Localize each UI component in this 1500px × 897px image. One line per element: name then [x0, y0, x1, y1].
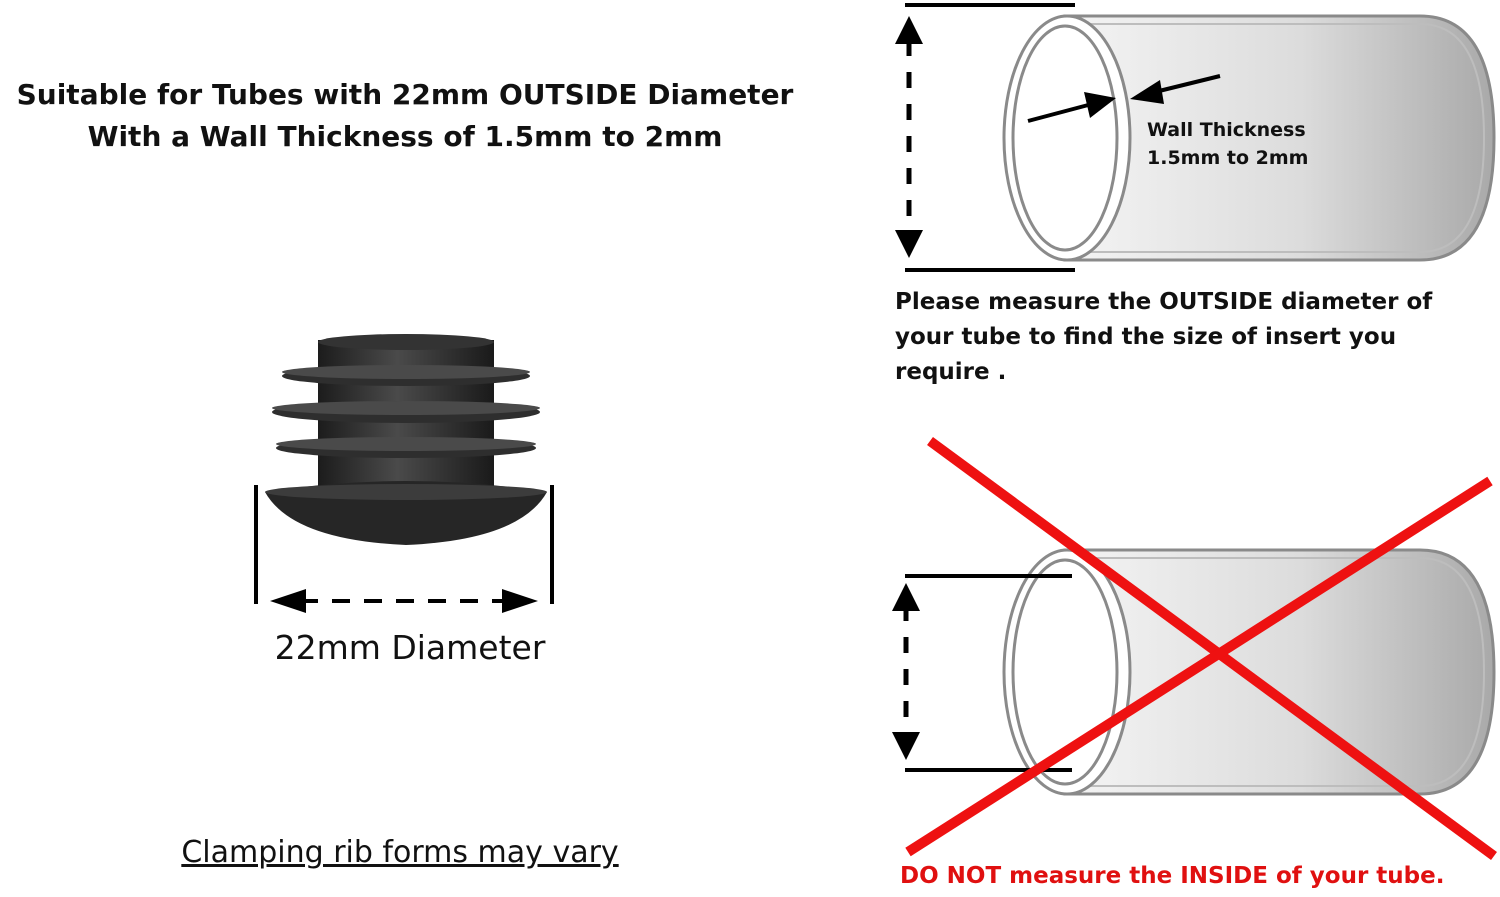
page-heading: Suitable for Tubes with 22mm OUTSIDE Dia…	[0, 74, 810, 158]
heading-line-1: Suitable for Tubes with 22mm OUTSIDE Dia…	[16, 78, 794, 111]
wall-label-line-1: Wall Thickness	[1147, 119, 1306, 141]
arrow-right-icon	[1084, 92, 1116, 118]
measure-instruction: Please measure the OUTSIDE diameter of y…	[895, 289, 1433, 385]
cross-out-icon	[905, 436, 1497, 861]
arrow-left-icon	[1130, 80, 1164, 104]
inside-warning: DO NOT measure the INSIDE of your tube.	[900, 863, 1445, 889]
arrow-down-icon	[892, 732, 920, 760]
clamping-rib-note: Clamping rib forms may vary	[181, 835, 619, 870]
arrow-down-icon	[895, 230, 923, 258]
arrow-up-icon	[892, 583, 920, 611]
diameter-indicator	[254, 485, 554, 613]
arrow-right-icon	[502, 589, 538, 613]
tube-insert-image	[265, 334, 547, 545]
wall-label-line-2: 1.5mm to 2mm	[1147, 147, 1309, 169]
diameter-label: 22mm Diameter	[274, 628, 546, 667]
wall-thickness-label: Wall Thickness 1.5mm to 2mm	[1147, 116, 1367, 172]
arrow-up-icon	[895, 16, 923, 44]
arrow-left-icon	[270, 589, 306, 613]
tube-outside-diagram	[895, 3, 1496, 272]
heading-line-2: With a Wall Thickness of 1.5mm to 2mm	[87, 120, 723, 153]
